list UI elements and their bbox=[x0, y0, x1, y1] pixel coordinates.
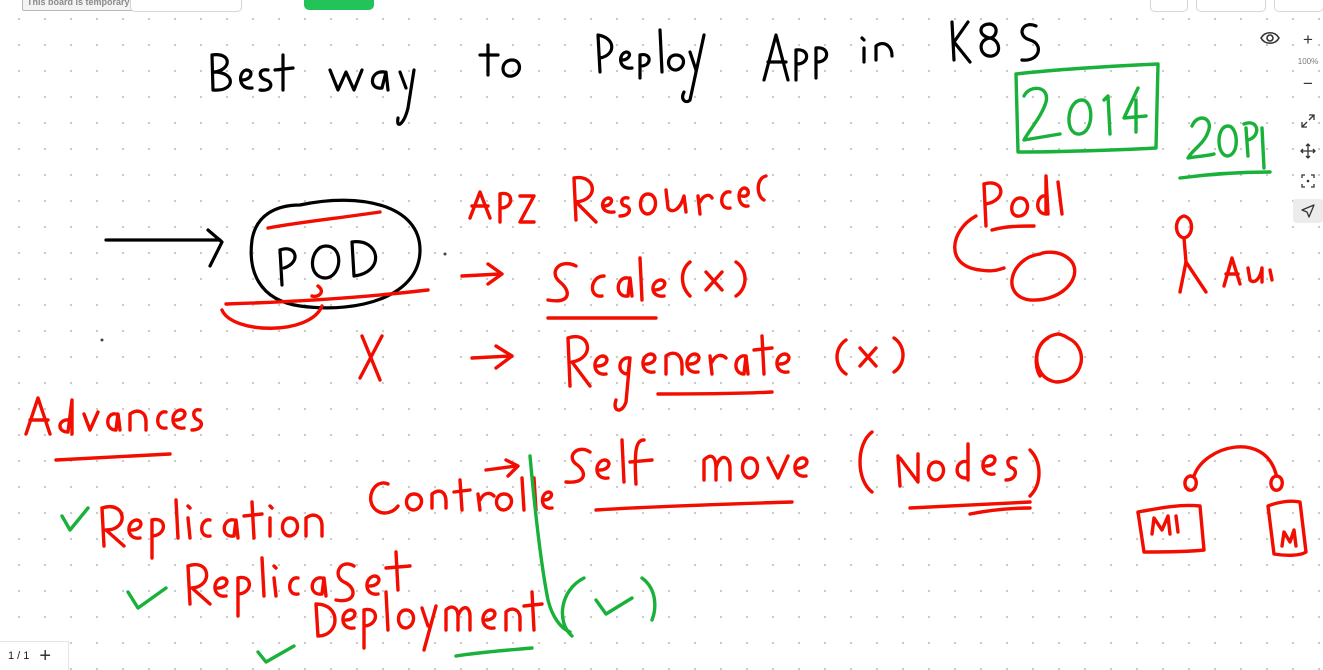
fit-to-screen-button[interactable] bbox=[1293, 109, 1323, 133]
api-resources-text bbox=[468, 174, 768, 224]
settings-button[interactable] bbox=[1150, 0, 1188, 12]
advances-text bbox=[24, 396, 204, 462]
regenerate-line bbox=[358, 334, 905, 412]
expand-icon bbox=[1301, 114, 1315, 128]
zoom-out-button[interactable]: − bbox=[1293, 72, 1323, 96]
replicaset-text bbox=[186, 550, 412, 618]
deployment-text bbox=[314, 590, 544, 652]
stray-dot bbox=[100, 338, 104, 342]
self-move-line bbox=[564, 430, 1041, 516]
title-handwriting bbox=[210, 20, 1040, 126]
year-2015-text bbox=[1178, 116, 1272, 180]
focus-selection-button[interactable] bbox=[1293, 169, 1323, 193]
pod1-sketch bbox=[953, 174, 1084, 384]
eye-icon[interactable] bbox=[1259, 28, 1281, 48]
focus-icon bbox=[1301, 174, 1315, 188]
pan-tool-button[interactable] bbox=[1293, 139, 1323, 163]
share-button[interactable] bbox=[304, 0, 374, 10]
add-page-button[interactable]: + bbox=[39, 645, 52, 667]
move-icon bbox=[1300, 143, 1316, 159]
pod-circle bbox=[249, 198, 422, 310]
top-bar: This board is temporary bbox=[0, 0, 1323, 12]
page-indicator: 1 / 1 bbox=[8, 650, 30, 662]
laser-pointer-button[interactable] bbox=[1293, 199, 1323, 223]
board-title-field[interactable] bbox=[130, 0, 242, 12]
plus-icon: + bbox=[1303, 30, 1313, 49]
more-menu-button[interactable] bbox=[1274, 0, 1323, 12]
stick-figure-sketch bbox=[1174, 214, 1274, 294]
user-menu-button[interactable] bbox=[1196, 0, 1266, 12]
arrow-to-pod bbox=[104, 228, 224, 268]
pod-red-marks bbox=[220, 210, 430, 330]
year-2014-box bbox=[1014, 62, 1160, 154]
page-navigator: 1 / 1 + bbox=[0, 641, 69, 670]
replication-controller-text bbox=[100, 458, 554, 560]
zoom-in-button[interactable]: + bbox=[1293, 28, 1323, 52]
pointer-icon bbox=[1301, 204, 1315, 218]
stray-dot bbox=[443, 252, 447, 256]
green-checkmarks bbox=[60, 454, 657, 664]
nodes-sketch bbox=[1136, 445, 1308, 558]
minus-icon: − bbox=[1303, 74, 1313, 93]
scale-line bbox=[460, 256, 747, 320]
zoom-level: 100% bbox=[1297, 57, 1319, 66]
